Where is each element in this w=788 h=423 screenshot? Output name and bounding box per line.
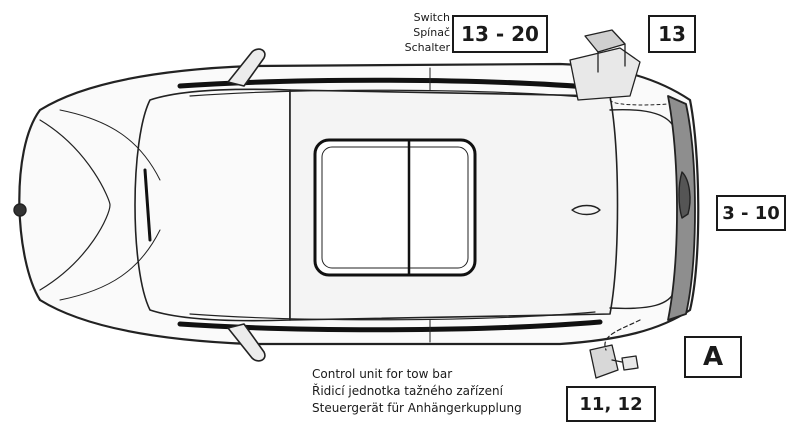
detail-ref-box: A [684, 336, 742, 378]
sunroof-inner [321, 146, 469, 269]
control-unit-label-de: Steuergerät für Anhängerkupplung [312, 401, 522, 415]
switch-steps-box: 13 - 20 [452, 15, 548, 53]
cable-route-switch [609, 99, 669, 106]
switch-label-cz: Spínač [413, 26, 450, 39]
switch-label-group: Switch Spínač Schalter [388, 10, 450, 55]
control-unit-label-en: Control unit for tow bar [312, 367, 453, 381]
control-unit-steps-box: 11, 12 [566, 386, 656, 422]
rear-steps-box: 3 - 10 [716, 195, 786, 231]
control-unit-label-cz: Řidicí jednotka tažného zařízení [312, 384, 503, 398]
sunroof [313, 138, 477, 277]
hood-crease-bottom [59, 229, 161, 301]
switch-label-de: Schalter [404, 41, 450, 54]
control-unit-component [589, 344, 639, 379]
tow-hitch [678, 171, 691, 219]
switch-part-box: 13 [648, 15, 696, 53]
roof-rail-top-inner [189, 89, 596, 99]
switch-component [569, 29, 641, 101]
mirror-top [227, 48, 266, 87]
brand-emblem [13, 203, 27, 217]
windshield-wiper [143, 168, 152, 242]
cable-route [604, 319, 641, 351]
control-unit-label-group: Control unit for tow bar Řidicí jednotka… [312, 366, 522, 417]
shark-fin-antenna [571, 204, 601, 216]
roof-rail-bottom-inner [189, 311, 596, 321]
mirror-bottom [227, 323, 266, 362]
windshield [134, 88, 291, 322]
hood-line [39, 119, 111, 291]
hood-crease-top [59, 109, 161, 181]
switch-label-en: Switch [413, 11, 450, 24]
